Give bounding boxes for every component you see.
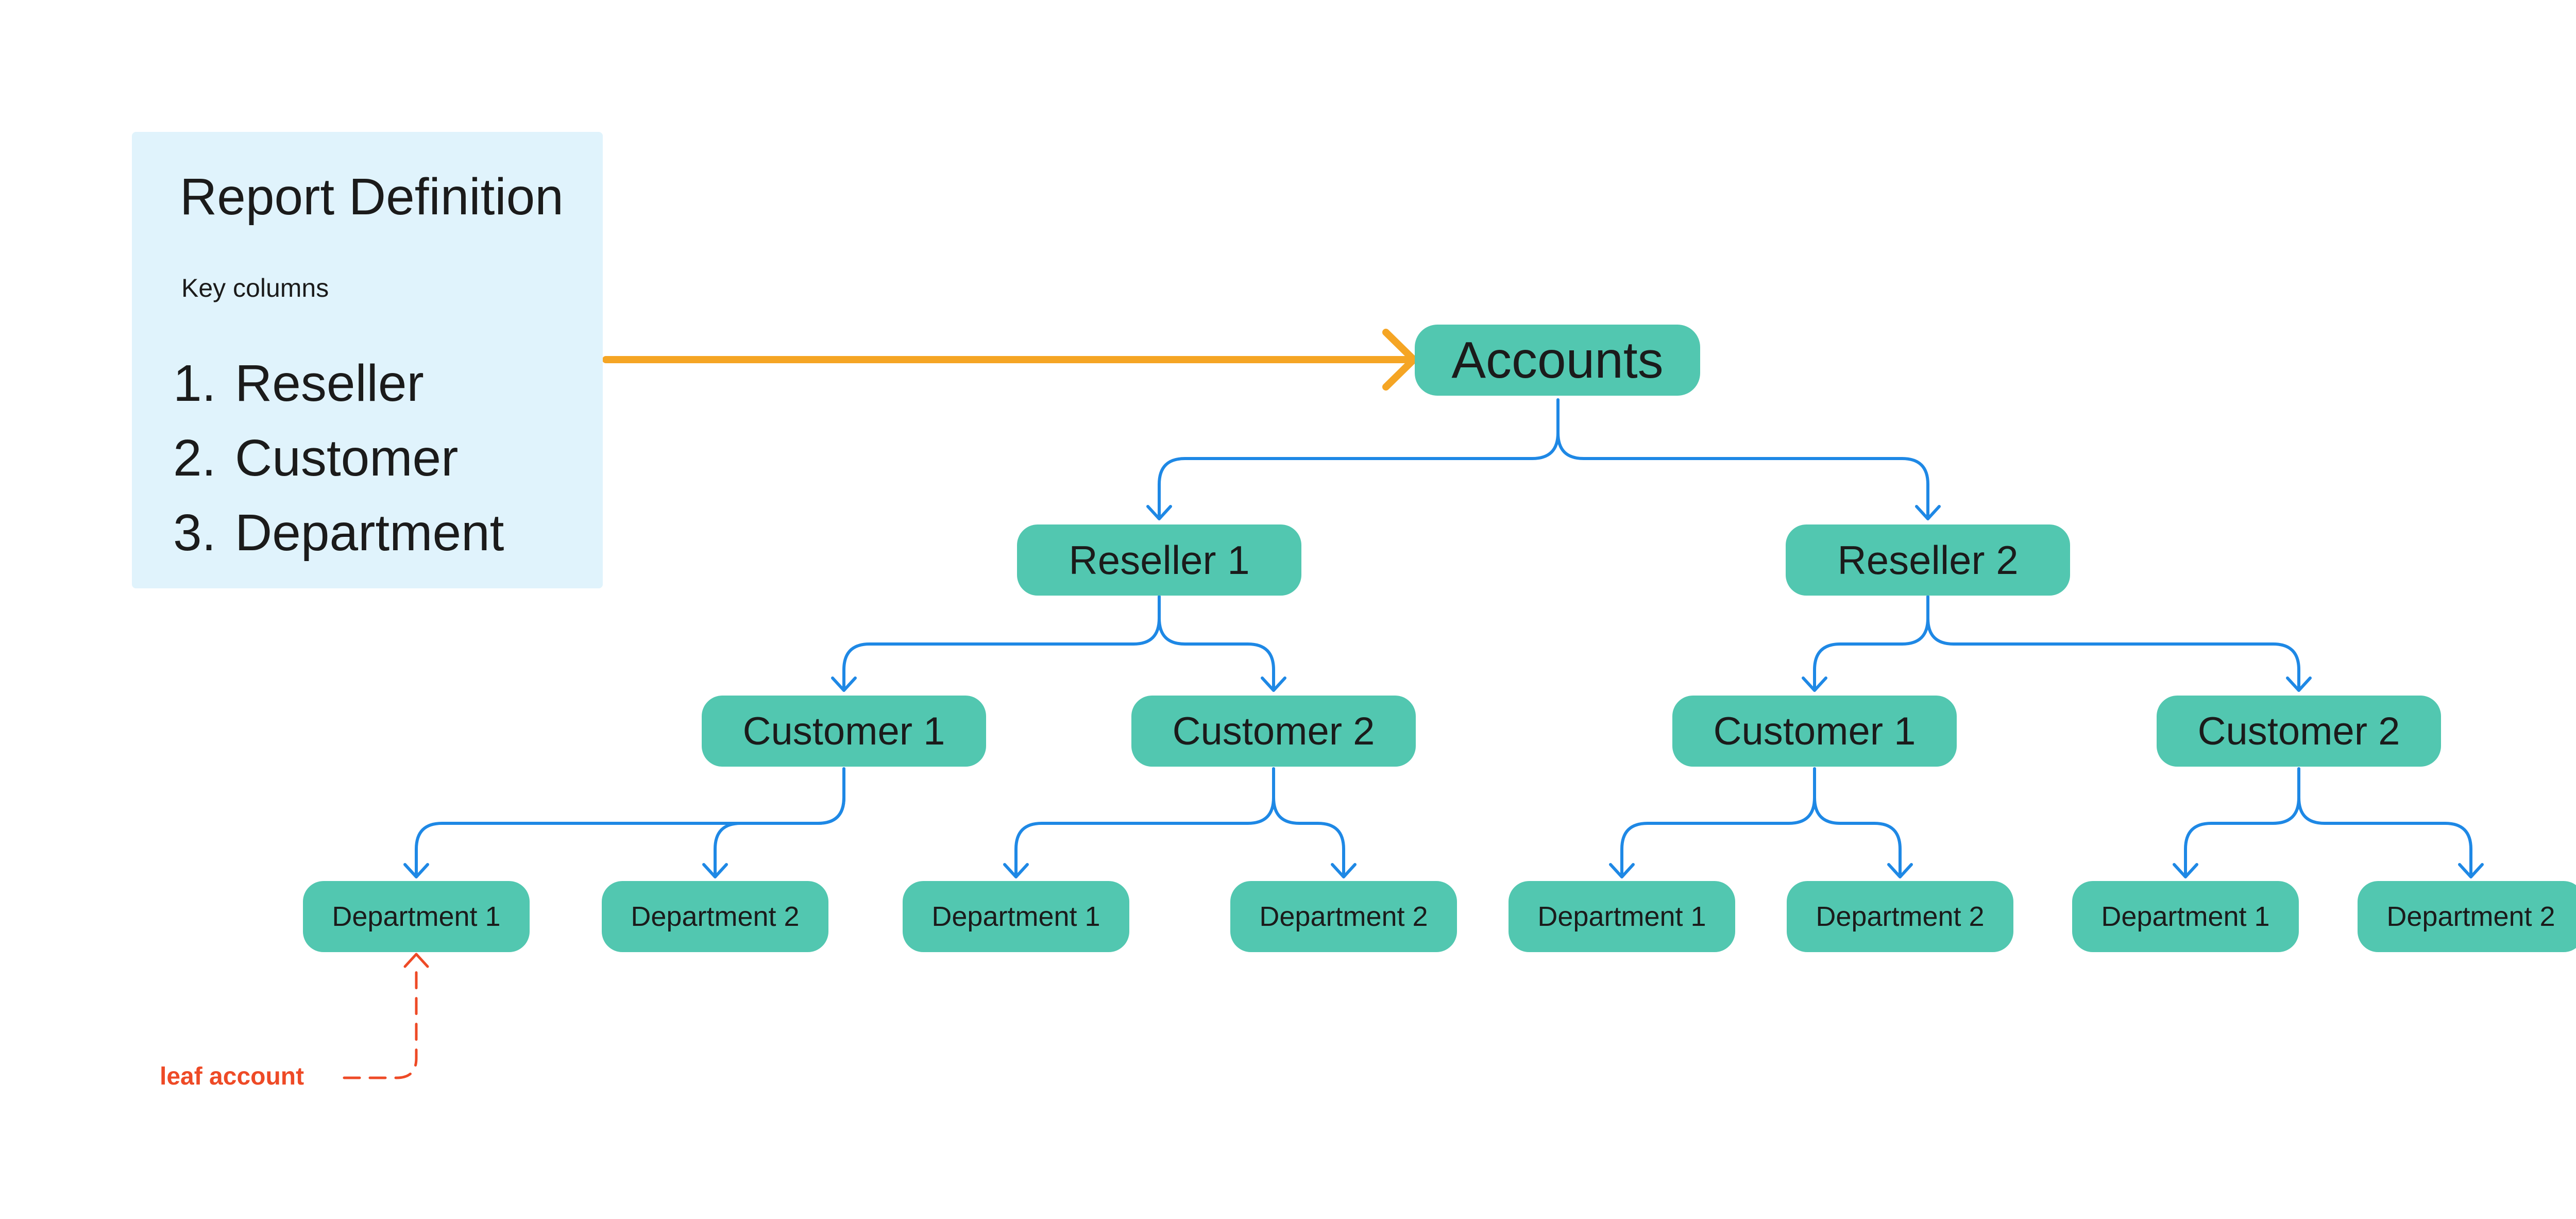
edge-accounts-reseller-1 — [1158, 398, 1560, 519]
key-column-label: Reseller — [235, 354, 424, 412]
edge-r1c2-department-1 — [1014, 767, 1275, 877]
key-column-number: 1. — [173, 354, 216, 412]
arrowhead-department-8 — [2458, 863, 2484, 878]
key-column-item: 3. Department — [173, 496, 504, 570]
node-customer-1[interactable]: Customer 1 — [702, 696, 986, 767]
node-department-2[interactable]: Department 2 — [602, 881, 828, 952]
node-department-1[interactable]: Department 1 — [303, 881, 530, 952]
leaf-account-label: leaf account — [160, 1063, 304, 1090]
key-column-label: Customer — [235, 429, 459, 487]
arrowhead-department-1 — [403, 863, 429, 878]
arrowhead-customer-1-r1 — [831, 676, 857, 692]
leaf-annotation-arrowhead — [403, 953, 429, 968]
node-reseller-1[interactable]: Reseller 1 — [1017, 524, 1301, 596]
arrowhead-customer-2-r1 — [1261, 676, 1286, 692]
key-column-item: 1. Reseller — [173, 346, 504, 421]
edge-r2c2-department-2 — [2297, 767, 2472, 877]
arrowhead-department-7 — [2173, 863, 2198, 878]
edge-r1c2-department-2 — [1272, 767, 1345, 877]
report-definition-panel: Report Definition Key columns 1. Reselle… — [132, 132, 603, 588]
edge-r2c1-department-2 — [1813, 767, 1902, 877]
arrowhead-customer-2-r2 — [2286, 676, 2312, 692]
main-arrow-head — [1382, 329, 1417, 391]
node-customer-2[interactable]: Customer 2 — [1131, 696, 1416, 767]
edge-reseller-2-customer-1 — [1813, 595, 1929, 691]
key-column-label: Department — [235, 504, 504, 562]
edge-accounts-reseller-2 — [1556, 398, 1929, 519]
arrowhead-department-6 — [1887, 863, 1913, 878]
edge-r2c2-department-1 — [2184, 767, 2300, 877]
key-column-number: 3. — [173, 504, 216, 562]
key-column-item: 2. Customer — [173, 421, 504, 496]
edge-r1c1-department-2 — [714, 767, 845, 877]
key-column-number: 2. — [173, 429, 216, 487]
report-definition-title: Report Definition — [180, 168, 564, 226]
node-customer-1[interactable]: Customer 1 — [1672, 696, 1957, 767]
key-columns-list: 1. Reseller 2. Customer 3. Department — [173, 346, 504, 570]
arrowhead-department-5 — [1609, 863, 1635, 878]
node-department-1[interactable]: Department 1 — [2072, 881, 2299, 952]
node-department-2[interactable]: Department 2 — [2358, 881, 2576, 952]
arrowhead-department-2 — [702, 863, 728, 878]
key-columns-heading: Key columns — [181, 274, 329, 302]
edge-reseller-1-customer-1 — [842, 595, 1161, 691]
leaf-annotation-line — [343, 965, 418, 1079]
node-customer-2[interactable]: Customer 2 — [2157, 696, 2441, 767]
arrowhead-department-4 — [1331, 863, 1357, 878]
arrowhead-customer-1-r2 — [1802, 676, 1827, 692]
edge-reseller-1-customer-2 — [1158, 595, 1275, 691]
node-reseller-2[interactable]: Reseller 2 — [1786, 524, 2070, 596]
node-department-1[interactable]: Department 1 — [903, 881, 1129, 952]
edge-reseller-2-customer-2 — [1926, 595, 2300, 691]
node-department-2[interactable]: Department 2 — [1787, 881, 2013, 952]
node-department-2[interactable]: Department 2 — [1230, 881, 1457, 952]
edge-r2c1-department-1 — [1620, 767, 1816, 877]
arrowhead-reseller-1 — [1146, 505, 1172, 520]
node-accounts[interactable]: Accounts — [1415, 325, 1700, 396]
arrowhead-reseller-2 — [1915, 505, 1941, 520]
arrowhead-department-3 — [1003, 863, 1029, 878]
node-department-1[interactable]: Department 1 — [1509, 881, 1735, 952]
